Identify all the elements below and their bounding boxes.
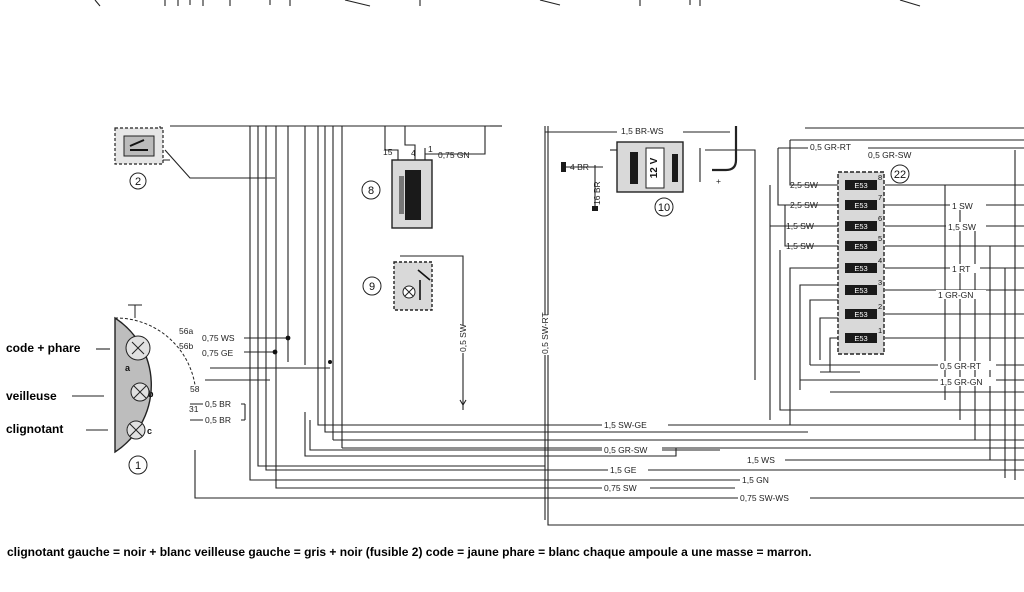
fuse-number-8: 8: [878, 173, 882, 182]
wire-label-15-sw-b: 1,5 SW: [786, 241, 814, 251]
wire-label-gr-rt-top: 0,5 GR-RT: [810, 142, 851, 152]
fuse-tag-4: E53: [854, 264, 867, 273]
component-10-battery: 12 V + 10 4 BR 16 BR: [561, 141, 721, 217]
caption-note: clignotant gauche = noir + blanc veilleu…: [7, 545, 812, 559]
component-8-relay: 8 15 4 1 0,75 GN: [361, 144, 470, 229]
label-veilleuse: veilleuse: [6, 389, 57, 403]
wire-label-15-ge: 1,5 GE: [610, 465, 637, 475]
fuse-tag-7: E53: [854, 201, 867, 210]
fuse-tag-2: E53: [854, 310, 867, 319]
wire-label-075-sw: 0,75 SW: [604, 483, 637, 493]
terminal-58: 58: [190, 384, 200, 394]
wire-label-15-gn: 1,5 GN: [742, 475, 769, 485]
fuse-number-3: 3: [878, 278, 882, 287]
wire-label-gr-gn-right: 1,5 GR-GN: [940, 377, 983, 387]
fuse-tag-3: E53: [854, 286, 867, 295]
wire-label-1-rt: 1 RT: [952, 264, 970, 274]
component-1-headlight: b a c 1 56a 56b 58 31: [114, 304, 200, 475]
component-2-switch: 2: [114, 127, 164, 190]
fuse-number-4: 4: [878, 256, 882, 265]
wire-label-gr-sw-top: 0,5 GR-SW: [868, 150, 911, 160]
wire-label-05-br-a: 0,5 BR: [205, 399, 231, 409]
label-code-phare: code + phare: [6, 341, 81, 355]
wire-label-25-sw-b: 2,5 SW: [790, 200, 818, 210]
component-22-fusebox: E53 E53 E53 E53 E53 E53 E53 E53 8 7 6 5 …: [837, 164, 910, 355]
fuse-tag-1: E53: [854, 334, 867, 343]
svg-text:c: c: [147, 426, 152, 436]
svg-text:b: b: [148, 389, 154, 399]
wire-label-15-ws: 1,5 WS: [747, 455, 775, 465]
component-2-number: 2: [135, 176, 141, 188]
wire-label-1-gr-gn: 1 GR-GN: [938, 290, 973, 300]
fuse-number-6: 6: [878, 214, 882, 223]
wire-label-gr-sw-bottom: 0,5 GR-SW: [604, 445, 647, 455]
battery-label: 12 V: [649, 157, 660, 178]
wire-label-25-sw-a: 2,5 SW: [790, 180, 818, 190]
junction-dots: [272, 335, 332, 364]
annotation-pointers: [72, 348, 110, 431]
terminal-4: 4: [411, 148, 416, 158]
terminal-15: 15: [383, 147, 393, 157]
terminal-56b: 56b: [179, 341, 193, 351]
fuse-number-1: 1: [878, 326, 882, 335]
component-22-number: 22: [894, 169, 906, 181]
fuse-number-5: 5: [878, 234, 882, 243]
wire-label-16-br: 16 BR: [592, 181, 602, 205]
fuse-tag-5: E53: [854, 242, 867, 251]
cropped-top-strokes: [94, 0, 921, 7]
diagram-canvas: 2 8 15 4 1 0,75 GN 9 12 V + 10 4 BR 16 B…: [6, 0, 1024, 526]
fuse-tag-8: E53: [854, 181, 867, 190]
wire-label-05-sw-vertical: 0,5 SW: [458, 324, 468, 352]
fuse-number-7: 7: [878, 193, 882, 202]
component-10-number: 10: [658, 202, 670, 214]
wire-label-15-sw-right: 1,5 SW: [948, 222, 976, 232]
component-1-number: 1: [135, 460, 141, 472]
fuse-number-2: 2: [878, 302, 882, 311]
terminal-1: 1: [428, 144, 433, 154]
battery-plus: +: [716, 176, 721, 186]
wire-label-075-ws: 0,75 WS: [202, 333, 235, 343]
wire-label-05-br-b: 0,5 BR: [205, 415, 231, 425]
wire-label-15-sw-a: 1,5 SW: [786, 221, 814, 231]
wire-labels: 1,5 BR-WS 0,5 GR-RT 0,5 GR-SW 2,5 SW 2,5…: [200, 126, 996, 503]
wire-label-gr-rt-right: 0,5 GR-RT: [940, 361, 981, 371]
wire-label-gn-075: 0,75 GN: [438, 150, 470, 160]
wire-label-1-sw-right: 1 SW: [952, 201, 973, 211]
wire-label-sw-ge-bottom: 1,5 SW-GE: [604, 420, 647, 430]
wire-label-br-ws-top: 1,5 BR-WS: [621, 126, 664, 136]
terminal-31: 31: [189, 404, 199, 414]
wire-label-075-sw-ws: 0,75 SW-WS: [740, 493, 789, 503]
label-clignotant: clignotant: [6, 422, 63, 436]
component-9-flasher: 9: [362, 261, 433, 311]
wire-label-4-br: 4 BR: [570, 162, 589, 172]
component-8-number: 8: [368, 185, 374, 197]
svg-text:a: a: [125, 363, 131, 373]
terminal-56a: 56a: [179, 326, 193, 336]
component-9-number: 9: [369, 281, 375, 293]
wire-label-075-ge: 0,75 GE: [202, 348, 234, 358]
fuse-tag-6: E53: [854, 222, 867, 231]
wire-label-05-sw-rt-vertical: 0,5 SW-RT: [540, 312, 550, 354]
